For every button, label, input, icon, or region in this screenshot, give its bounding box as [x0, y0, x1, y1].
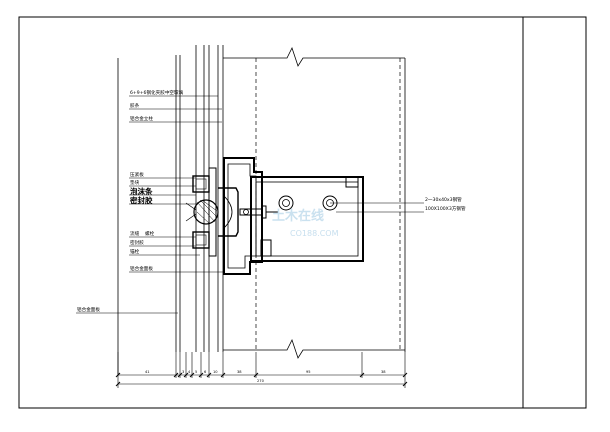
break-line-top	[223, 46, 405, 67]
dimension-chain	[117, 352, 406, 388]
leader-lines-right	[330, 202, 424, 213]
label-gasket: 垫块	[130, 179, 140, 186]
label-alloy-panel: 铝合金面板	[77, 306, 100, 313]
dim-total: 270	[257, 379, 265, 383]
label-steel-member-2: 100X100X3方钢管	[425, 205, 466, 212]
dim-41: 41	[145, 370, 150, 374]
dim-38a: 38	[237, 370, 242, 374]
label-alloy-cover: 铝合金面板	[130, 265, 153, 272]
dashed-lines	[255, 58, 401, 350]
dimension-ticks	[115, 372, 408, 387]
label-steel-member-1: 2一30x40x3钢管	[425, 196, 462, 203]
leader-lines-left	[76, 95, 224, 314]
watermark-sub: CO188.COM	[290, 229, 339, 238]
sheet-border	[18, 16, 587, 409]
dim-3: 3	[182, 370, 184, 374]
dim-4: 4	[188, 370, 191, 374]
label-rubber-strip: 胶条	[130, 102, 140, 109]
label-sealant: 密封胶	[130, 195, 153, 205]
label-anchor: 锚栓	[130, 248, 140, 255]
label-bolt: 螺栓	[145, 230, 155, 237]
label-flow-glue: 流缝	[130, 230, 140, 237]
steel-tube	[250, 176, 364, 262]
break-line-bottom	[223, 338, 405, 359]
dim-38b: 38	[381, 370, 386, 374]
dim-6: 6	[204, 370, 207, 374]
dim-10: 10	[213, 370, 218, 374]
label-glass: 6+9+6钢化夹胶中空玻璃	[130, 89, 184, 96]
joint-assembly	[185, 157, 278, 275]
label-sealing-rubber: 密封胶	[130, 239, 144, 246]
dim-95: 95	[306, 370, 311, 374]
dim-5: 5	[195, 370, 197, 374]
label-foam-strip: 泡沫条	[130, 186, 153, 196]
watermark-main: 土木在线	[272, 208, 324, 224]
label-alloy-column: 铝合金立柱	[130, 115, 153, 122]
label-pressure-plate: 压紧板	[130, 171, 144, 178]
